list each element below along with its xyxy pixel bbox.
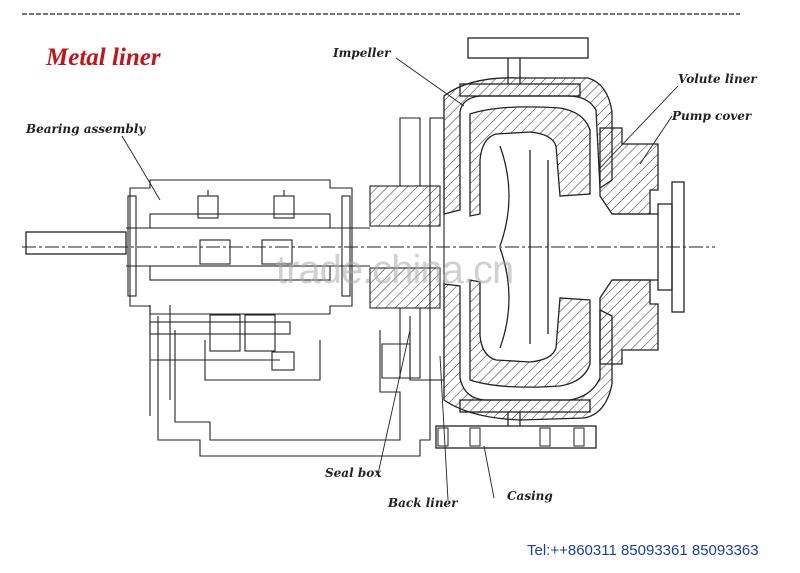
casing-label: Casing <box>507 489 553 503</box>
back-liner-label: Back liner <box>388 496 458 510</box>
leader-lines <box>121 57 679 501</box>
seal-box <box>369 117 445 381</box>
watermark: trade.china.cn <box>276 248 514 292</box>
bolt-row <box>437 427 585 447</box>
pump-frame <box>149 314 431 457</box>
bearing-assembly-label: Bearing assembly <box>26 122 146 136</box>
contact-telephone: Tel:++860311 85093361 85093363 <box>527 542 759 559</box>
pump-cover <box>599 127 685 365</box>
diagram-title: Metal liner <box>46 44 161 71</box>
impeller-label: Impeller <box>333 46 391 60</box>
pump-cover-label: Pump cover <box>672 109 752 123</box>
volute-liner-label: Volute liner <box>678 72 757 86</box>
seal-box-label: Seal box <box>325 466 382 480</box>
bearing-assembly <box>127 179 353 416</box>
impeller <box>469 106 591 388</box>
